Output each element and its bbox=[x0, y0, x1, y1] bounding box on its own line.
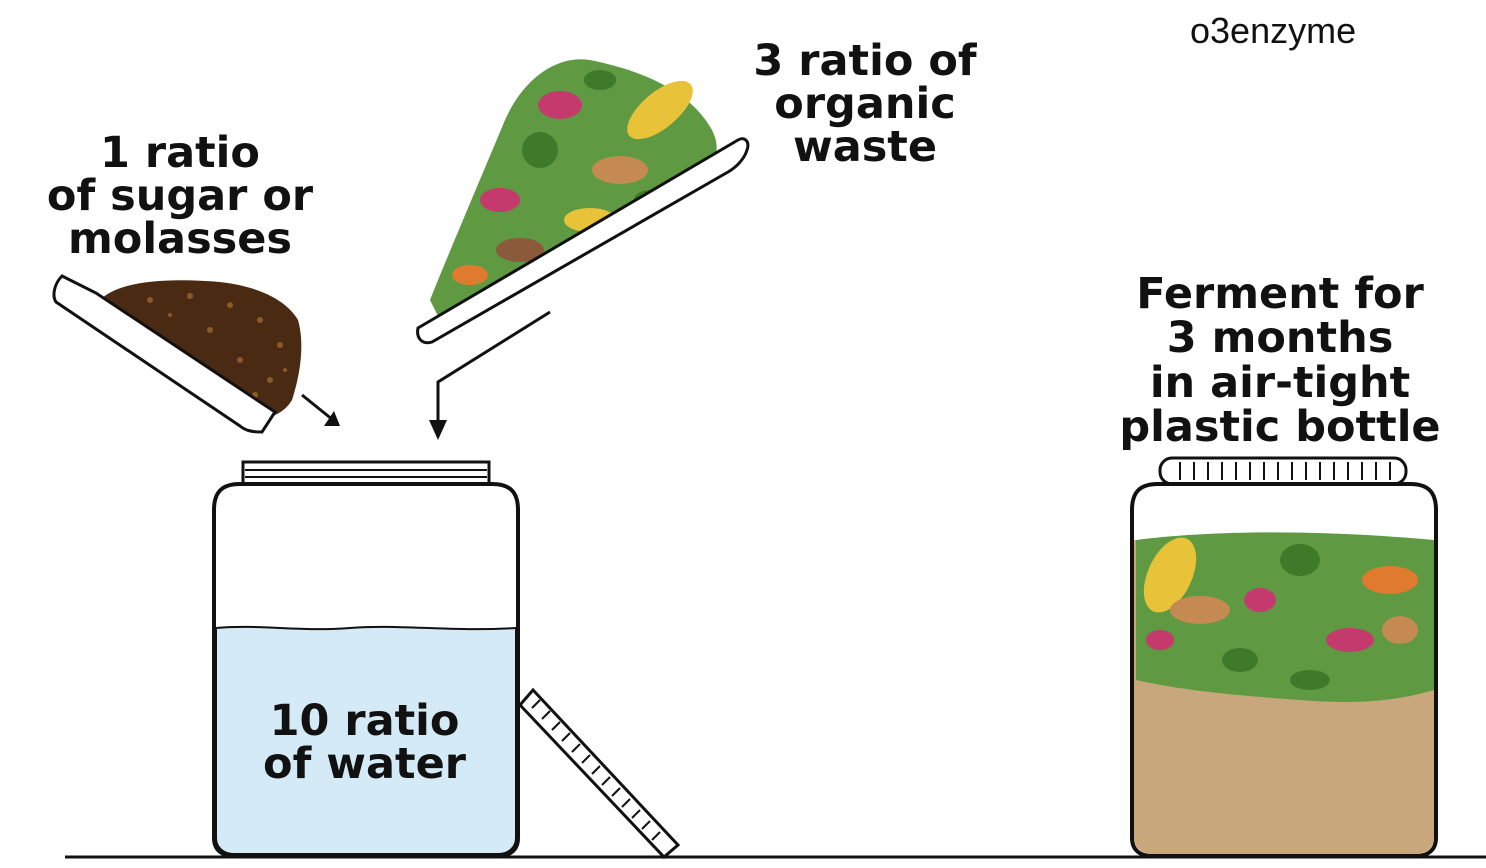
ferment-label-line-2: 3 months bbox=[1075, 316, 1485, 360]
ferment-label-line-3: in air-tight bbox=[1075, 361, 1485, 405]
water-label-line-1: 10 ratio bbox=[212, 700, 517, 743]
ferment-instruction-label: Ferment for 3 months in air-tight plasti… bbox=[1075, 272, 1485, 449]
water-jar-lid bbox=[243, 462, 489, 484]
waste-label-line-2: organic bbox=[690, 83, 1040, 126]
sugar-scoop bbox=[54, 276, 340, 432]
ferment-label-line-1: Ferment for bbox=[1075, 272, 1485, 316]
ferment-label-line-4: plastic bottle bbox=[1075, 405, 1485, 449]
stirring-stick bbox=[520, 690, 678, 857]
waste-label-line-3: waste bbox=[690, 126, 1040, 169]
water-label-line-2: of water bbox=[212, 743, 517, 786]
waste-arrowhead bbox=[429, 420, 447, 440]
sugar-label-line-1: 1 ratio bbox=[0, 132, 360, 175]
sugar-ratio-label: 1 ratio of sugar or molasses bbox=[0, 132, 360, 261]
sugar-label-line-3: molasses bbox=[0, 218, 360, 261]
waste-ratio-label: 3 ratio of organic waste bbox=[690, 40, 1040, 169]
floating-waste-illustration bbox=[1133, 529, 1434, 702]
waste-label-line-1: 3 ratio of bbox=[690, 40, 1040, 83]
water-jar bbox=[214, 462, 518, 856]
water-ratio-label: 10 ratio of water bbox=[212, 700, 517, 786]
ferment-bottle-lid bbox=[1160, 458, 1406, 484]
watermark-text: o3enzyme bbox=[1190, 10, 1356, 52]
ferment-bottle bbox=[1132, 458, 1436, 856]
sugar-label-line-2: of sugar or bbox=[0, 175, 360, 218]
